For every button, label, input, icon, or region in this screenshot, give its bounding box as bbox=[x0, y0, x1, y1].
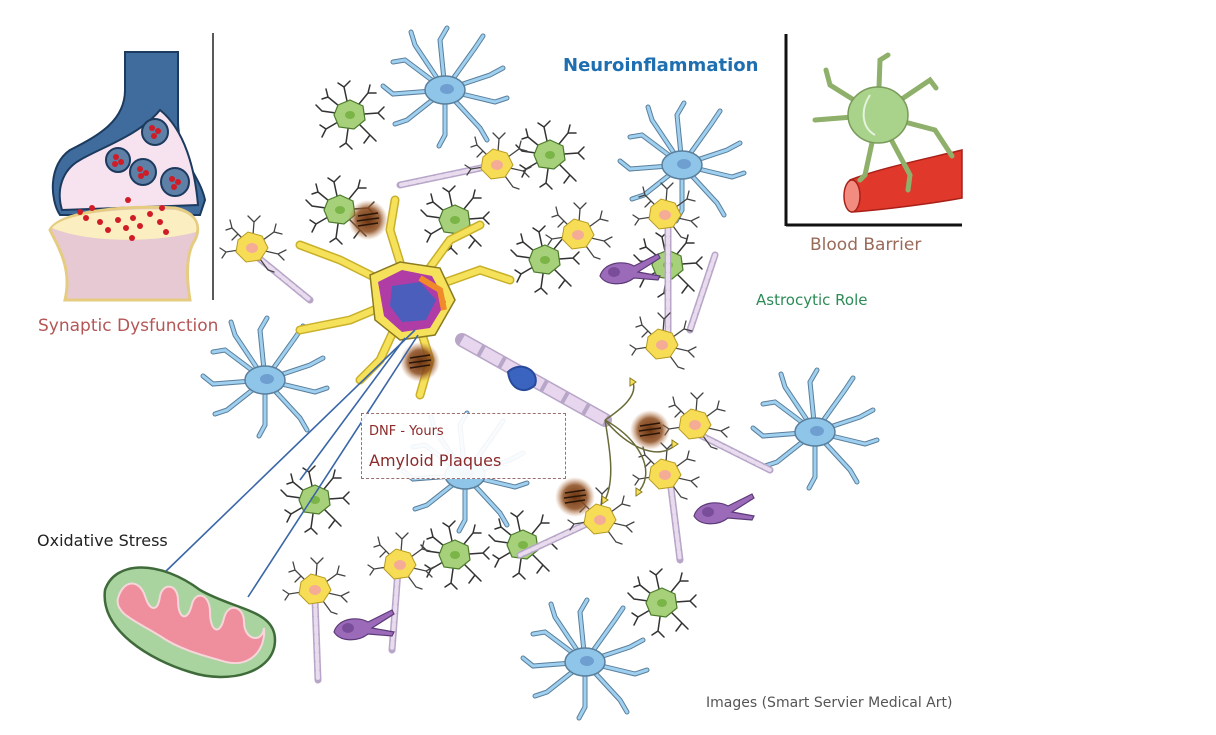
neuron-cell bbox=[219, 215, 287, 273]
amyloid-plaque bbox=[347, 199, 389, 241]
synapse-illustration bbox=[48, 33, 214, 302]
microglia-cell bbox=[515, 120, 585, 190]
amyloid-plaque bbox=[554, 476, 596, 518]
pointer-lines bbox=[161, 329, 419, 598]
astrocyte-cell bbox=[383, 28, 507, 146]
mitochondrion-illustration bbox=[103, 566, 277, 679]
microglia-cell bbox=[280, 465, 350, 535]
neuron-cell bbox=[629, 312, 697, 370]
central-neuron bbox=[295, 195, 679, 505]
synaptic-dysfunction-label: Synaptic Dysfunction bbox=[38, 316, 219, 336]
axon-terminals bbox=[604, 379, 676, 501]
figure-title: Neuroinflammation bbox=[563, 55, 759, 76]
amyloid-plaques-callout: DNF - Yours Amyloid Plaques bbox=[361, 413, 566, 479]
microglia-cell bbox=[315, 80, 385, 150]
astrocyte-cell bbox=[203, 318, 327, 436]
cell-field bbox=[203, 28, 877, 718]
oligodendrocyte-cell bbox=[599, 253, 661, 285]
callout-subtitle: DNF - Yours bbox=[369, 424, 444, 439]
oxidative-stress-label: Oxidative Stress bbox=[37, 531, 168, 550]
amyloid-plaque bbox=[399, 341, 441, 383]
oligodendrocyte-cell bbox=[333, 609, 395, 641]
neuron-cell bbox=[464, 132, 532, 190]
callout-label: Amyloid Plaques bbox=[369, 451, 502, 470]
blood-barrier-label: Blood Barrier bbox=[810, 235, 922, 255]
amyloid-plaque bbox=[629, 409, 671, 451]
microglia-cell bbox=[627, 568, 697, 638]
blood-barrier-illustration bbox=[784, 34, 963, 227]
microglia-cell bbox=[420, 185, 490, 255]
microglia-cell bbox=[420, 520, 490, 590]
image-credit: Images (Smart Servier Medical Art) bbox=[706, 695, 953, 711]
astrocyte-cell bbox=[523, 600, 647, 718]
neuron-cell bbox=[367, 532, 435, 590]
tau-tangle bbox=[506, 365, 537, 392]
astrocytic-role-label: Astrocytic Role bbox=[756, 291, 868, 309]
oligodendrocyte-cell bbox=[693, 493, 755, 525]
